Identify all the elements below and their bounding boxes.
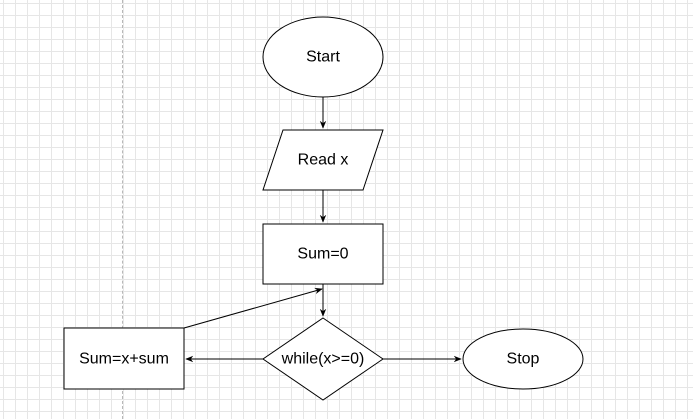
sum-init-label: Sum=0 [297,246,348,263]
page-break-line [122,0,123,419]
edge-sum-update-to-sum-init[interactable] [183,287,323,329]
input-parallelogram-shape [262,129,384,191]
start-label: Start [306,49,340,66]
process-rect-shape [63,327,185,390]
condition-label: while(x>=0) [281,351,365,368]
node-sum-update[interactable]: Sum=x+sum [63,327,185,390]
stop-label: Stop [507,351,540,368]
stop-terminal-shape [462,328,584,390]
node-start[interactable]: Start [262,16,384,98]
process-rect-shape [262,223,384,285]
node-condition[interactable]: while(x>=0) [262,317,384,401]
node-stop[interactable]: Stop [462,328,584,390]
start-terminal-shape [262,16,384,98]
sum-update-label: Sum=x+sum [79,351,169,368]
decision-diamond-shape [262,317,384,401]
node-sum-init[interactable]: Sum=0 [262,223,384,285]
read-x-label: Read x [298,152,349,169]
node-read-x[interactable]: Read x [262,129,384,191]
